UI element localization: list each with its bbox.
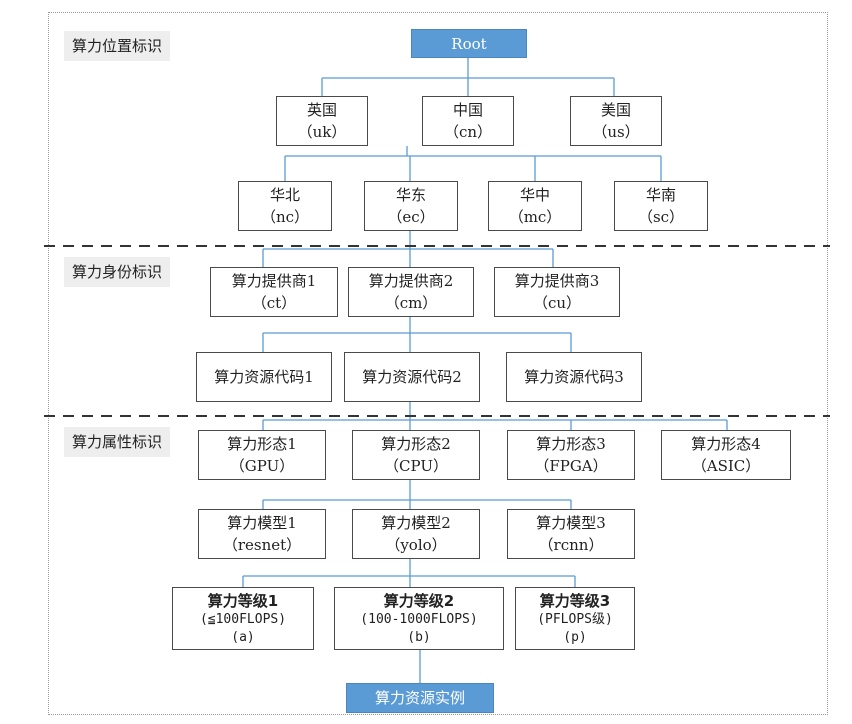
node-model-2: 算力模型2 （yolo） [352,509,480,559]
node-uk-name: 英国 [306,101,337,119]
node-provider-1-name: 算力提供商1 [231,272,317,290]
node-resource-1-label: 算力资源代码1 [214,368,314,386]
node-form-4-name: 算力形态4 [691,435,761,453]
node-form-3-code: （FPGA） [534,457,608,475]
node-form-1-code: （GPU） [229,457,295,475]
node-provider-3-code: （cu） [532,294,582,312]
node-sc: 华南 （sc） [614,181,708,231]
node-nc: 华北 （nc） [238,181,332,231]
node-form-1: 算力形态1 （GPU） [198,430,326,480]
node-form-3-name: 算力形态3 [536,435,606,453]
node-provider-3-name: 算力提供商3 [514,272,600,290]
node-mc-name: 华中 [519,186,550,204]
node-form-1-name: 算力形态1 [227,435,297,453]
node-form-4: 算力形态4 （ASIC） [661,430,791,480]
node-sc-name: 华南 [645,186,676,204]
node-cn: 中国 （cn） [422,96,514,146]
node-level-1-range: (≦100FLOPS) [199,611,287,627]
diagram-frame [48,12,828,715]
node-level-2-range: (100-1000FLOPS) [360,611,478,627]
node-model-1-code: （resnet） [222,536,302,554]
node-provider-1: 算力提供商1 （ct） [210,267,338,317]
node-model-1: 算力模型1 （resnet） [198,509,326,559]
node-form-2: 算力形态2 （CPU） [352,430,480,480]
node-form-2-code: （CPU） [384,457,448,475]
node-uk-code: （uk） [297,123,347,141]
node-level-1-code: (a) [231,629,255,645]
node-level-2-code: (b) [407,629,431,645]
node-ec-name: 华东 [395,186,426,204]
node-model-3-code: （rcnn） [538,536,604,554]
node-model-3-name: 算力模型3 [536,514,606,532]
node-model-2-code: （yolo） [385,536,447,554]
node-instance: 算力资源实例 [346,683,494,713]
node-us-name: 美国 [600,101,631,119]
node-level-3-code: (p) [563,629,587,645]
node-level-2: 算力等级2 (100-1000FLOPS) (b) [334,587,504,650]
node-mc-code: （mc） [508,208,562,226]
node-cn-code: （cn） [443,123,493,141]
node-provider-1-code: （ct） [251,294,297,312]
node-us: 美国 （us） [570,96,662,146]
node-form-2-name: 算力形态2 [381,435,451,453]
node-resource-2: 算力资源代码2 [344,352,480,402]
node-nc-name: 华北 [269,186,300,204]
node-level-3-range: (PFLOPS级) [537,611,613,627]
node-resource-1: 算力资源代码1 [196,352,332,402]
node-cn-name: 中国 [452,101,483,119]
section-label-identity: 算力身份标识 [64,257,171,287]
node-model-1-name: 算力模型1 [227,514,297,532]
node-level-2-name: 算力等级2 [383,591,455,610]
node-mc: 华中 （mc） [488,181,582,231]
root-node: Root [411,29,527,58]
node-form-3: 算力形态3 （FPGA） [507,430,635,480]
node-provider-2: 算力提供商2 （cm） [348,267,474,317]
node-level-3: 算力等级3 (PFLOPS级) (p) [515,587,635,650]
node-sc-code: （sc） [637,208,685,226]
node-us-code: （us） [592,123,640,141]
node-model-2-name: 算力模型2 [381,514,451,532]
node-ec-code: （ec） [387,208,435,226]
node-resource-3-label: 算力资源代码3 [524,368,624,386]
node-provider-2-name: 算力提供商2 [368,272,454,290]
node-uk: 英国 （uk） [276,96,368,146]
node-level-1: 算力等级1 (≦100FLOPS) (a) [172,587,314,650]
root-label: Root [451,34,487,53]
node-ec: 华东 （ec） [364,181,458,231]
node-nc-code: （nc） [260,208,310,226]
node-level-1-name: 算力等级1 [207,591,279,610]
node-provider-2-code: （cm） [384,294,438,312]
section-label-attribute: 算力属性标识 [64,427,171,457]
node-resource-2-label: 算力资源代码2 [362,368,462,386]
node-model-3: 算力模型3 （rcnn） [507,509,635,559]
node-instance-label: 算力资源实例 [374,689,465,707]
node-form-4-code: （ASIC） [691,457,761,475]
node-resource-3: 算力资源代码3 [506,352,642,402]
node-level-3-name: 算力等级3 [539,591,611,610]
section-label-location: 算力位置标识 [64,31,171,61]
node-provider-3: 算力提供商3 （cu） [494,267,620,317]
